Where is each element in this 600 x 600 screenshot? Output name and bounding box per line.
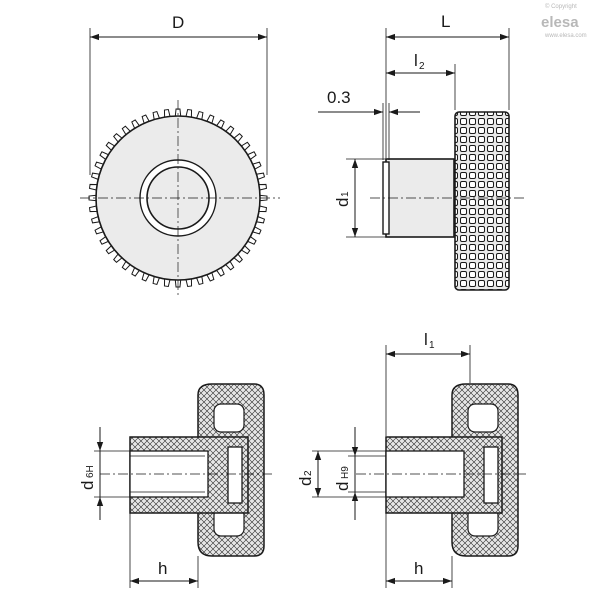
label-l2-sub: 2 xyxy=(419,61,425,72)
section-left-insert-cap xyxy=(227,446,243,504)
dimension-d2: d 2 xyxy=(296,450,386,498)
label-l1: l xyxy=(424,330,428,349)
dimension-h-left: h xyxy=(129,513,199,588)
label-h-left: h xyxy=(158,559,167,578)
label-d2-sub: 2 xyxy=(303,470,314,476)
side-view-knurled-grip xyxy=(454,111,510,291)
label-gap: 0.3 xyxy=(327,88,351,107)
dimension-D: D xyxy=(89,13,268,175)
label-d1-sub: 1 xyxy=(340,191,351,197)
front-view xyxy=(80,100,280,298)
dimension-h-right: h xyxy=(385,513,453,588)
dimension-l2: l 2 xyxy=(386,51,456,110)
dimension-d1: d 1 xyxy=(333,158,386,238)
label-l2: l xyxy=(414,51,418,70)
logo-url: www.elesa.com xyxy=(544,33,587,39)
side-view xyxy=(370,111,525,291)
label-d2: d xyxy=(296,477,315,486)
dimension-d6h: d 6H xyxy=(78,427,130,520)
label-d6h-sub: 6H xyxy=(85,465,96,478)
section-left-cutout-top xyxy=(213,403,245,433)
section-right-insert-cap xyxy=(483,446,499,504)
section-right-cutout-top xyxy=(467,403,499,433)
dimension-gap: 0.3 xyxy=(318,88,420,160)
logo-name: elesa xyxy=(541,14,579,31)
label-h-right: h xyxy=(414,559,423,578)
brand-logo: © Copyright elesa www.elesa.com xyxy=(541,3,587,39)
label-d6h: d xyxy=(78,481,97,490)
label-L: L xyxy=(441,12,450,31)
label-d1: d xyxy=(333,198,352,207)
label-l1-sub: 1 xyxy=(429,340,435,351)
label-dh9: d xyxy=(333,482,352,491)
label-D: D xyxy=(172,13,184,32)
label-dh9-sub: H9 xyxy=(340,466,351,479)
section-view-right xyxy=(356,383,526,557)
logo-copyright: © Copyright xyxy=(545,3,577,10)
dimension-L: L xyxy=(385,12,510,158)
dimension-dh9: d H9 xyxy=(333,427,386,520)
section-view-left xyxy=(100,383,272,557)
dimension-l1: l 1 xyxy=(385,330,471,436)
